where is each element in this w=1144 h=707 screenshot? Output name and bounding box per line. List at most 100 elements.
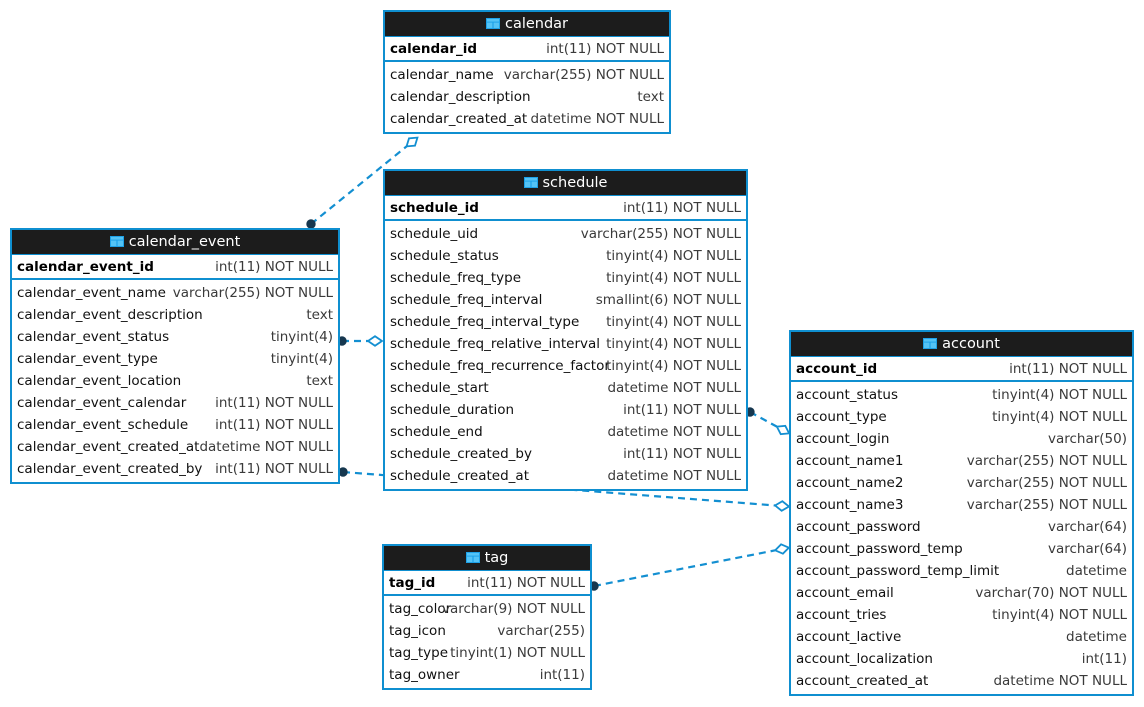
field-name: calendar_description <box>390 89 531 105</box>
field-row[interactable]: account_lactive datetime <box>791 626 1132 648</box>
field-name: schedule_freq_relative_interval <box>390 336 601 352</box>
field-type: tinyint(4) NOT NULL <box>606 248 741 264</box>
table-header-schedule[interactable]: schedule <box>385 171 746 195</box>
table-header-tag[interactable]: tag <box>384 546 590 570</box>
table-header-calendar[interactable]: calendar <box>385 12 669 36</box>
relation-endpoint-diamond <box>773 543 791 555</box>
field-row[interactable]: schedule_created_at datetime NOT NULL <box>385 465 746 487</box>
field-name: account_email <box>796 585 894 601</box>
field-name: account_name1 <box>796 453 904 469</box>
field-name: tag_id <box>389 574 436 591</box>
field-name: account_id <box>796 360 878 377</box>
table-header-calendar_event[interactable]: calendar_event <box>12 230 338 254</box>
relation-line <box>593 549 776 588</box>
field-name: schedule_end <box>390 424 483 440</box>
field-type: varchar(255) NOT NULL <box>172 285 333 301</box>
field-name: account_status <box>796 387 899 403</box>
field-type: datetime <box>1066 563 1127 579</box>
table-header-account[interactable]: account <box>791 332 1132 356</box>
field-name: calendar_created_at <box>390 111 528 127</box>
field-name: calendar_event_created_by <box>17 461 203 477</box>
field-type: varchar(50) <box>1047 431 1127 447</box>
field-row[interactable]: account_status tinyint(4) NOT NULL <box>791 384 1132 406</box>
table-icon <box>109 231 124 247</box>
field-type: tinyint(4) NOT NULL <box>606 314 741 330</box>
field-type: smallint(6) NOT NULL <box>595 292 741 308</box>
field-name: account_created_at <box>796 673 929 689</box>
field-name: schedule_created_at <box>390 468 529 484</box>
field-name: tag_color <box>389 601 452 617</box>
relation-endpoint-dot <box>338 467 348 477</box>
field-type: int(11) <box>1081 651 1127 667</box>
relation-schedule-to-account[interactable] <box>745 407 791 436</box>
field-type: varchar(255) <box>497 623 585 639</box>
field-type: int(11) NOT NULL <box>546 40 664 57</box>
field-name: calendar_event_type <box>17 351 158 367</box>
field-name: schedule_freq_type <box>390 270 522 286</box>
field-type: int(11) NOT NULL <box>1009 360 1127 377</box>
table-icon <box>485 13 500 29</box>
relation-calendar_event-to-schedule[interactable] <box>337 335 384 347</box>
field-name: account_tries <box>796 607 887 623</box>
field-type: datetime <box>1066 629 1127 645</box>
field-name: schedule_duration <box>390 402 515 418</box>
field-type: datetime NOT NULL <box>607 468 741 484</box>
field-name: account_lactive <box>796 629 902 645</box>
primary-key-row[interactable]: account_id int(11) NOT NULL <box>791 356 1132 382</box>
field-name: tag_owner <box>389 667 460 683</box>
relation-tag-to-account[interactable] <box>589 543 791 591</box>
field-type: tinyint(4) NOT NULL <box>992 387 1127 403</box>
field-type: varchar(64) <box>1047 541 1127 557</box>
